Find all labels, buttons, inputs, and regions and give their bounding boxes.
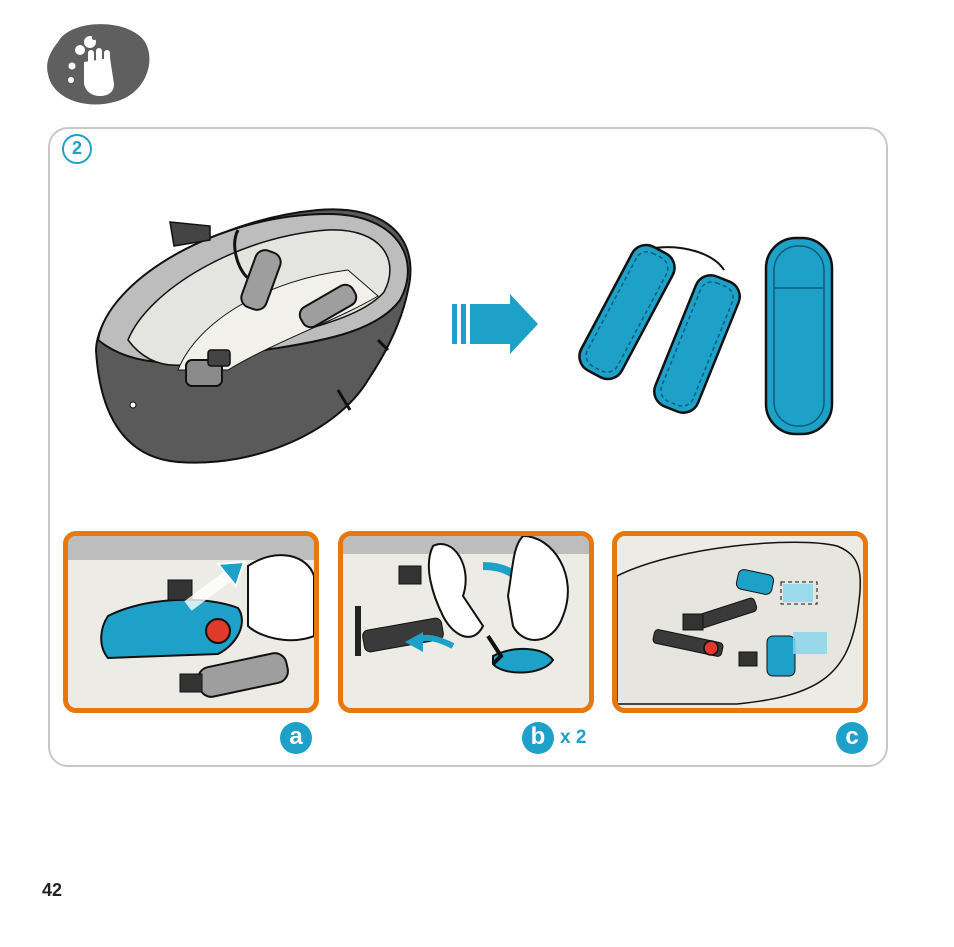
- hand-wash-icon: [44, 22, 152, 106]
- substep-b-badge: b: [522, 722, 554, 754]
- substep-b-repeat-count: x 2: [560, 727, 586, 749]
- substep-panel-a: [63, 531, 319, 713]
- substep-panel-c: [612, 531, 868, 713]
- carrycot-illustration: [88, 200, 418, 470]
- page-number: 42: [42, 880, 62, 901]
- removed-pads-illustration: [574, 234, 844, 444]
- substep-a-badge: a: [280, 722, 312, 754]
- arrow-right-icon: [452, 294, 538, 354]
- substep-c-badge: c: [836, 722, 868, 754]
- step-number-badge: 2: [62, 134, 92, 164]
- substep-panel-b: [338, 531, 594, 713]
